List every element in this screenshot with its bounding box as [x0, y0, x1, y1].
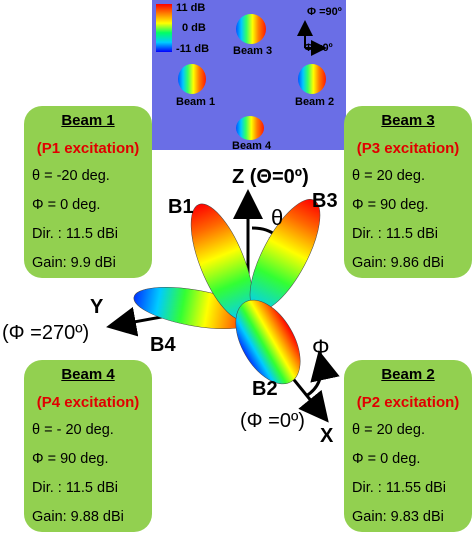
- beam3-theta: θ = 20 deg.: [352, 168, 425, 184]
- beam4-phi: Φ = 90 deg.: [32, 451, 109, 467]
- colorbar-mid-label: 0 dB: [182, 22, 206, 34]
- beam1-title: Beam 1: [61, 112, 115, 129]
- colorbar-min-label: -11 dB: [176, 43, 210, 55]
- beam1-theta: θ = -20 deg.: [32, 168, 110, 184]
- theta-symbol: θ: [271, 205, 284, 230]
- beam3-tag: B3: [312, 190, 338, 212]
- beam4-gain: Gain: 9.88 dBi: [32, 509, 124, 525]
- beam4-tag: B4: [150, 334, 176, 356]
- beam2-phi: Φ = 0 deg.: [352, 451, 421, 467]
- beam1-tag: B1: [168, 196, 194, 218]
- beam2-title: Beam 2: [381, 366, 435, 383]
- beam3-excitation: (P3 excitation): [356, 140, 460, 157]
- mini-beam3-pattern: [236, 14, 266, 44]
- beam3-gain: Gain: 9.86 dBi: [352, 255, 444, 271]
- beam2-gain: Gain: 9.83 dBi: [352, 509, 444, 525]
- beam4-card: Beam 4 (P4 excitation) θ = - 20 deg. Φ =…: [24, 360, 152, 532]
- beam3-phi: Φ = 90 deg.: [352, 197, 429, 213]
- beam1-gain: Gain: 9.9 dBi: [32, 255, 116, 271]
- phi-arc-arrow: [305, 350, 340, 398]
- beam4-directivity: Dir. : 11.5 dBi: [32, 480, 118, 496]
- mini-beam4-pattern: [236, 116, 264, 140]
- mini-phi90-label: Φ =90º: [307, 6, 342, 18]
- beam1-excitation: (P1 excitation): [36, 140, 140, 157]
- mini-beam4-label: Beam 4: [232, 140, 272, 152]
- color-scale-bar: [156, 4, 172, 52]
- z-axis-label: Z (Θ=0º): [232, 166, 309, 188]
- beam2-excitation: (P2 excitation): [356, 394, 460, 411]
- beam4-title: Beam 4: [61, 366, 115, 383]
- beam1-phi: Φ = 0 deg.: [32, 197, 101, 213]
- beam3-directivity: Dir. : 11.5 dBi: [352, 226, 438, 242]
- mini-beam3-label: Beam 3: [233, 45, 273, 57]
- beam2-card: Beam 2 (P2 excitation) θ = 20 deg. Φ = 0…: [344, 360, 472, 532]
- beam1-directivity: Dir. : 11.5 dBi: [32, 226, 118, 242]
- beam4-theta: θ = - 20 deg.: [32, 422, 114, 438]
- mini-beam2-label: Beam 2: [295, 96, 335, 108]
- colorbar-max-label: 11 dB: [176, 2, 206, 14]
- y-axis-phi-label: (Φ =270º): [2, 322, 90, 344]
- x-axis-phi-label: (Φ =0º): [240, 410, 305, 432]
- y-axis-label: Y: [90, 296, 104, 318]
- mini-beam1-label: Beam 1: [176, 96, 216, 108]
- beam4-excitation: (P4 excitation): [36, 394, 140, 411]
- phi-symbol: Φ: [312, 335, 330, 360]
- mini-beam1-pattern: [178, 64, 206, 94]
- beam3-card: Beam 3 (P3 excitation) θ = 20 deg. Φ = 9…: [344, 106, 472, 278]
- mini-beam2-pattern: [298, 64, 326, 94]
- beam2-directivity: Dir. : 11.55 dBi: [352, 480, 447, 496]
- beam3-title: Beam 3: [381, 112, 435, 129]
- beam2-tag: B2: [252, 378, 278, 400]
- mini-phi0-label: Φ =0º: [304, 42, 333, 54]
- beam1-card: Beam 1 (P1 excitation) θ = -20 deg. Φ = …: [24, 106, 152, 278]
- beam2-theta: θ = 20 deg.: [352, 422, 425, 438]
- x-axis-label: X: [320, 425, 334, 447]
- beam2-lobe: [235, 299, 301, 385]
